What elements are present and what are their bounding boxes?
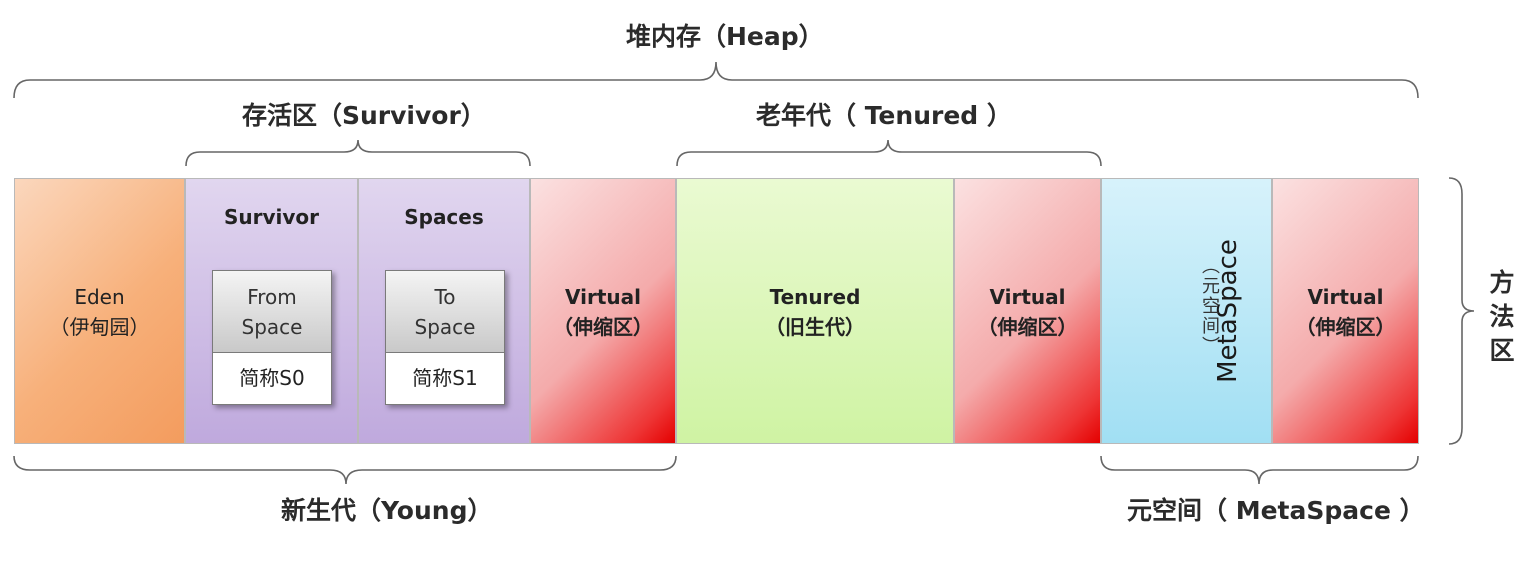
metaspace-block: MetaSpace ︵ 元 空 间 ︶	[1101, 178, 1272, 444]
virtual-sublabel: （伸缩区）	[1295, 315, 1396, 339]
metaspace-sublabel-char: 元	[1202, 276, 1220, 297]
metaspace-sublabel: ︵ 元 空 间 ︶	[1200, 257, 1222, 357]
tenured-virtual-block: Virtual （伸缩区）	[954, 178, 1101, 444]
method-area-char: 区	[1489, 336, 1515, 365]
young-label: 新生代（Young）	[281, 496, 493, 525]
eden-sublabel: （伊甸园）	[49, 315, 150, 339]
eden-block: Eden （伊甸园）	[14, 178, 185, 444]
from-space-box: From Space 简称S0	[212, 270, 332, 405]
from-space-alias: 简称S0	[239, 366, 305, 390]
metaspace-sublabel-char: ︶	[1202, 336, 1220, 357]
to-space-alias: 简称S1	[412, 366, 478, 390]
virtual-label: Virtual	[989, 285, 1066, 309]
spaces-heading: Spaces	[404, 205, 484, 229]
tenured-brace	[676, 139, 1102, 167]
metaspace-virtual-block: Virtual （伸缩区）	[1272, 178, 1419, 444]
virtual-sublabel: （伸缩区）	[977, 315, 1078, 339]
eden-label: Eden	[74, 285, 125, 309]
tenured-label: Tenured	[769, 285, 861, 309]
survivor-brace	[185, 139, 531, 167]
method-area-char: 法	[1489, 302, 1515, 331]
young-brace	[13, 455, 677, 485]
tenured-block: Tenured （旧生代）	[676, 178, 954, 444]
to-space-label: To	[434, 285, 456, 309]
method-area-char: 方	[1489, 268, 1515, 297]
tenured-sublabel: （旧生代）	[765, 315, 865, 339]
metaspace-brace	[1100, 455, 1419, 485]
virtual-sublabel: （伸缩区）	[553, 315, 653, 339]
method-area-brace	[1448, 177, 1475, 445]
young-virtual-block: Virtual （伸缩区）	[530, 178, 676, 444]
to-space-label-2: Space	[414, 315, 476, 339]
virtual-label: Virtual	[1307, 285, 1384, 309]
heap-label: 堆内存（Heap）	[626, 22, 824, 51]
from-space-label-2: Space	[241, 315, 303, 339]
from-space-label: From	[247, 285, 297, 309]
virtual-label: Virtual	[565, 285, 641, 309]
metaspace-sublabel-char: 间	[1202, 316, 1220, 337]
survivor-heading: Survivor	[223, 205, 320, 229]
metaspace-area-label: 元空间（ MetaSpace ）	[1127, 496, 1425, 525]
survivor-area-label: 存活区（Survivor）	[242, 101, 486, 130]
tenured-area-label: 老年代（ Tenured ）	[756, 101, 1012, 130]
metaspace-sublabel-char: 空	[1202, 296, 1220, 317]
heap-brace	[13, 61, 1419, 99]
metaspace-sublabel-char: ︵	[1202, 256, 1220, 277]
to-space-box: To Space 简称S1	[385, 270, 505, 405]
method-area-label: 方 法 区	[1484, 266, 1520, 368]
